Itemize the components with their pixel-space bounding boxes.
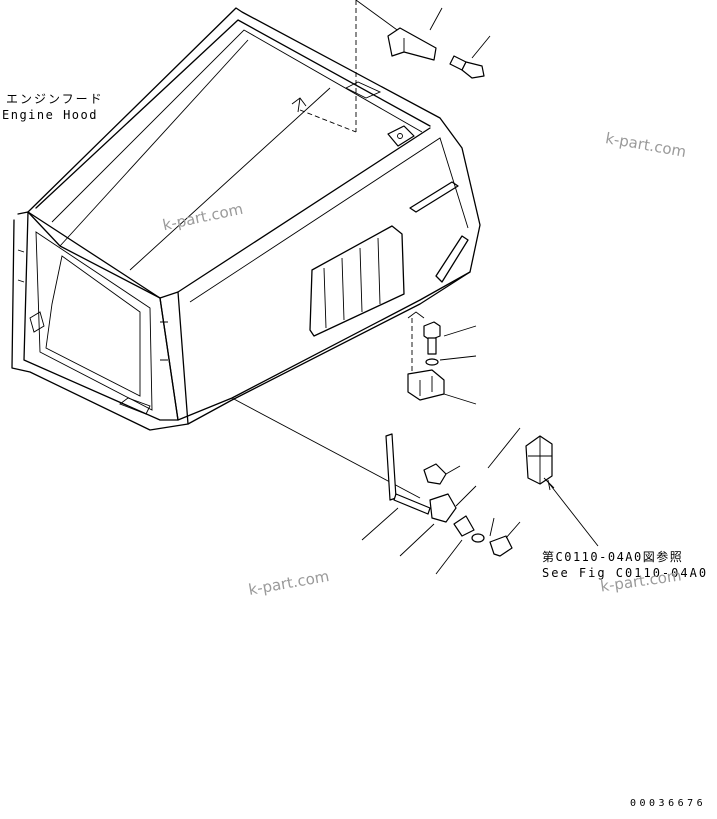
rear-bolt-shank — [427, 337, 437, 355]
side-grille — [309, 225, 405, 337]
engine-hood-label-jp: エンジンフード — [6, 92, 104, 106]
rear-leader-lines — [439, 325, 477, 405]
hood-side-lower — [177, 271, 471, 425]
hood-front-frame — [17, 211, 179, 421]
lock-bracket — [429, 493, 457, 523]
rear-bolt-head — [423, 321, 441, 341]
top-slot — [344, 81, 382, 99]
top-bracket — [387, 27, 437, 61]
engine-hood — [11, 7, 481, 431]
rear-washer — [425, 358, 439, 366]
knob — [423, 463, 447, 485]
handle-upper — [409, 181, 459, 213]
lock-washer — [471, 533, 485, 543]
hood-frame-marks — [17, 249, 168, 361]
hood-ridge-inner — [51, 29, 423, 223]
top-leader-lines — [429, 7, 491, 59]
hood-front-opening — [35, 231, 153, 411]
hood-ridge — [35, 19, 431, 209]
top-bracket-assembly — [387, 7, 491, 79]
hood-latch-front — [29, 311, 45, 333]
rear-bracket-mark — [407, 311, 425, 319]
drawing-number: 00036676 — [630, 798, 707, 809]
hood-top-crease — [129, 87, 331, 271]
rear-fastener-assembly — [407, 321, 477, 405]
side-bracket-ref-line — [547, 481, 599, 547]
see-fig-label-en: See Fig C0110-04A0 — [542, 566, 709, 580]
lock-bolt — [489, 535, 513, 557]
rod-pin — [393, 493, 431, 515]
guide-dash-diag — [299, 109, 357, 133]
hood-side-upper — [189, 137, 469, 303]
handle-side — [435, 235, 469, 283]
grille-slats — [323, 237, 381, 329]
side-bracket-leader — [487, 427, 521, 469]
lock-plate — [453, 515, 475, 537]
lock-leader-lines — [361, 465, 521, 575]
top-bolt-head — [461, 61, 485, 79]
direction-mark — [291, 97, 307, 113]
hood-foot — [119, 397, 151, 415]
hood-front-opening-inner — [45, 255, 141, 397]
side-bracket — [525, 435, 553, 485]
rod-lock-assembly — [361, 433, 521, 575]
support-rod — [385, 433, 397, 501]
hood-front-crease — [59, 39, 249, 247]
rear-block — [407, 369, 445, 401]
top-latch-plate — [387, 125, 415, 147]
see-fig-label-jp: 第C0110-04A0図参照 — [542, 550, 684, 564]
hood-front-lower — [11, 219, 189, 431]
engine-hood-label-en: Engine Hood — [2, 108, 98, 122]
side-bracket-assembly — [487, 427, 599, 547]
